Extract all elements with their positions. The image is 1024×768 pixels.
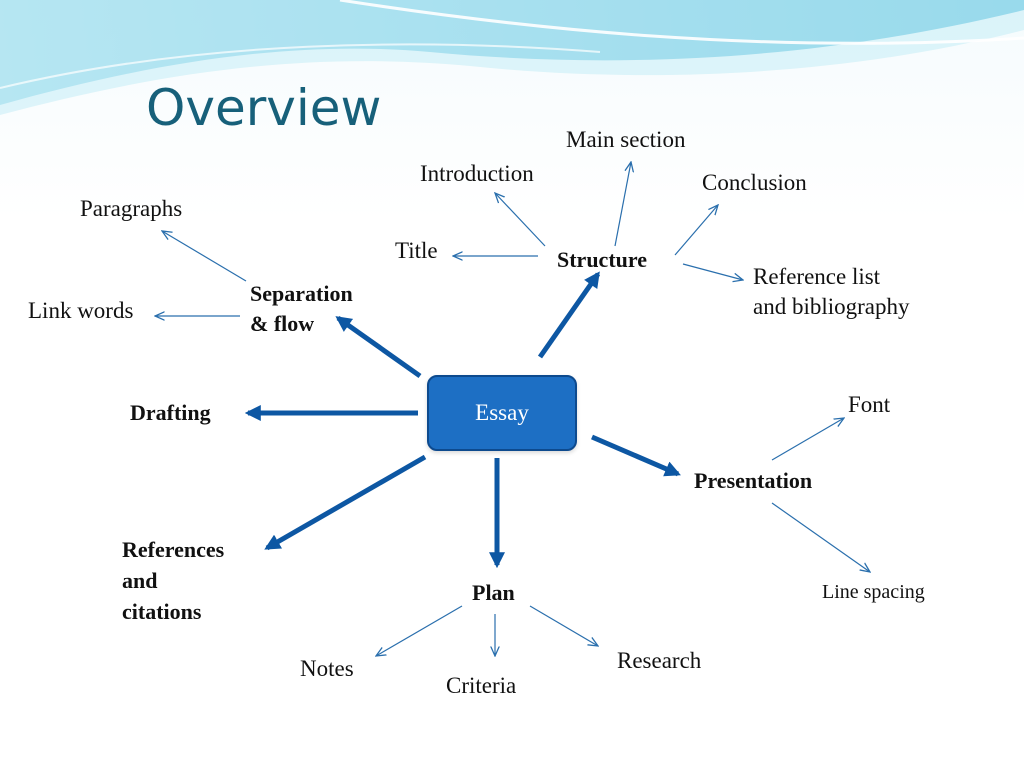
thin-arrows: [155, 162, 870, 656]
arrow-essay-to-separation: [335, 315, 422, 379]
paragraphs-leaf: Paragraphs: [80, 196, 183, 221]
arrow-structure-to-reference-list: [682, 263, 743, 280]
plan-node: Plan: [472, 580, 515, 605]
essay-node-label: Essay: [475, 400, 529, 425]
references-node-line2: and: [122, 568, 158, 593]
arrow-plan-to-research: [529, 605, 598, 646]
introduction-leaf: Introduction: [420, 161, 534, 186]
research-leaf: Research: [617, 648, 702, 673]
arrow-separation-to-paragraphs: [162, 231, 247, 282]
presentation-node: Presentation: [694, 468, 813, 493]
essay-node: Essay: [427, 375, 577, 451]
separation-node-line2: & flow: [250, 311, 315, 336]
structure-node: Structure: [557, 247, 648, 272]
reference-list-leaf-line2: and bibliography: [753, 294, 910, 319]
references-node-line3: citations: [122, 599, 202, 624]
criteria-leaf: Criteria: [446, 673, 517, 698]
arrow-structure-to-introduction: [495, 193, 546, 247]
arrow-essay-to-references: [264, 454, 427, 551]
arrow-plan-to-notes: [376, 605, 463, 656]
arrow-structure-to-main-section: [614, 162, 631, 247]
references-node-line1: References: [122, 537, 225, 562]
font-leaf: Font: [848, 392, 891, 417]
slide-title: Overview: [146, 79, 382, 137]
drafting-node: Drafting: [130, 400, 211, 425]
main-section-leaf: Main section: [566, 127, 686, 152]
notes-leaf: Notes: [300, 656, 354, 681]
reference-list-leaf-line1: Reference list: [753, 264, 881, 289]
conclusion-leaf: Conclusion: [702, 170, 807, 195]
thick-arrows: [244, 271, 681, 569]
line-spacing-leaf: Line spacing: [822, 581, 925, 603]
link-words-leaf: Link words: [28, 298, 134, 323]
arrow-presentation-to-line-spacing: [771, 502, 870, 572]
title-leaf: Title: [395, 238, 438, 263]
arrow-essay-to-presentation: [591, 434, 681, 477]
arrow-presentation-to-font: [771, 418, 844, 461]
separation-node-line1: Separation: [250, 281, 353, 306]
arrow-essay-to-structure: [537, 271, 601, 359]
arrow-structure-to-conclusion: [674, 205, 718, 256]
